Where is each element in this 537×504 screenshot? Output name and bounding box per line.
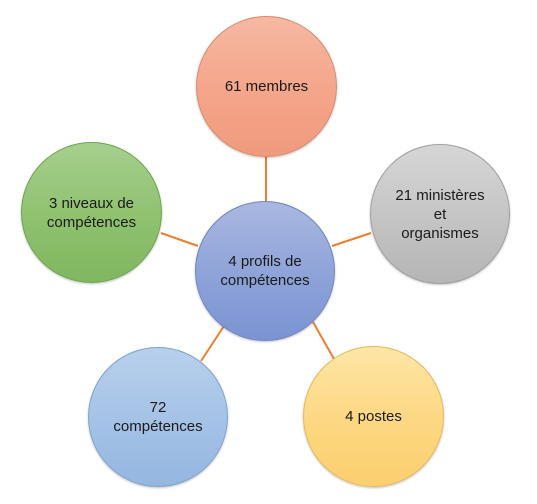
node-posts: 4 postes bbox=[303, 346, 444, 487]
connector-bottom-left bbox=[200, 325, 225, 362]
node-profiles-center: 4 profils de compétences bbox=[195, 201, 335, 341]
node-levels: 3 niveaux de compétences bbox=[21, 142, 162, 283]
node-ministries-label: 21 ministères et organismes bbox=[395, 186, 485, 242]
node-profiles-label: 4 profils de compétences bbox=[220, 253, 310, 289]
node-competences-label: 72 compétences bbox=[113, 399, 203, 435]
node-ministries: 21 ministères et organismes bbox=[370, 144, 510, 284]
connector-left bbox=[160, 232, 199, 247]
node-competences: 72 compétences bbox=[88, 347, 228, 487]
connector-bottom-right bbox=[312, 321, 335, 360]
node-members-label: 61 membres bbox=[224, 78, 309, 95]
connector-right bbox=[331, 232, 372, 247]
node-posts-label: 4 postes bbox=[345, 408, 402, 425]
node-members: 61 membres bbox=[196, 16, 337, 157]
node-levels-label: 3 niveaux de compétences bbox=[46, 194, 137, 231]
